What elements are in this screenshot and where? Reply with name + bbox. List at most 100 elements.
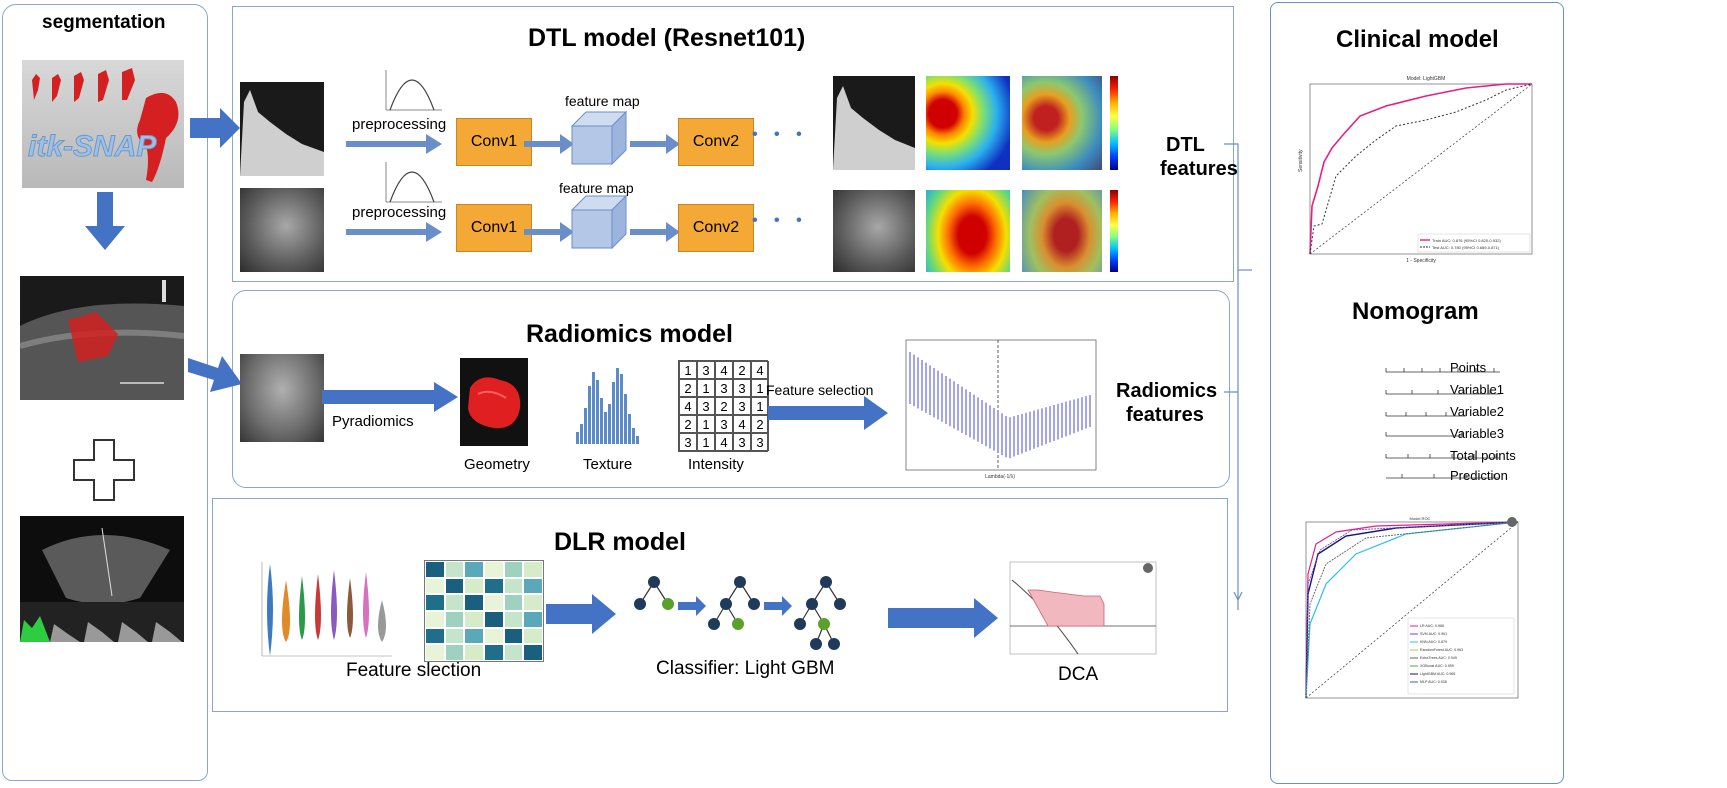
corr-cell [523, 561, 543, 578]
nomogram-row-variable2: Variable2 [1450, 404, 1504, 419]
compare-legend-lgbm: LightGBM AUC: 0.965 [1420, 672, 1455, 676]
nomogram-title: Nomogram [1352, 298, 1479, 325]
arrow-right-icon [346, 134, 442, 154]
lasso-xlabel: Lambda(-1/λ) [985, 474, 1015, 480]
geometry-label: Geometry [464, 456, 530, 473]
itk-snap-figures-icon [32, 68, 179, 182]
itk-snap-logo: itk-SNAP [22, 60, 184, 188]
intensity-cell: 4 [715, 433, 733, 451]
corr-cell [425, 610, 445, 628]
corr-cell [425, 561, 445, 578]
intensity-cell: 2 [679, 379, 697, 397]
clinical-legend-test: Test AUC: 0.780 (95%CI 0.689-0.871) [1432, 245, 1500, 250]
compare-legend-svm: SVM AUC: 0.961 [1420, 632, 1447, 636]
right-panel [1270, 2, 1564, 784]
intensity-cell: 3 [697, 361, 715, 379]
clinical-legend-train: Train AUC: 0.876 (95%CI 0.820-0.932) [1432, 238, 1501, 243]
preprocessing-label-2: preprocessing [352, 204, 447, 221]
corr-cell [523, 644, 543, 661]
heatmap-1 [926, 76, 1010, 170]
intensity-cell: 1 [697, 415, 715, 433]
nomogram-row-variable3: Variable3 [1450, 426, 1504, 441]
connector-lines [1224, 130, 1252, 650]
intensity-cell: 2 [715, 397, 733, 415]
corr-cell [464, 561, 484, 578]
nomogram-scales [1385, 368, 1500, 479]
radiomics-features-label-1: Radiomics [1116, 380, 1218, 402]
gaussian-curve-icon [385, 70, 442, 111]
intensity-cell: 3 [733, 379, 751, 397]
corr-cell [503, 577, 524, 595]
preprocessing-label-1: preprocessing [352, 116, 447, 133]
corr-cell [483, 644, 504, 661]
feature-selection-label: Feature selection [766, 382, 874, 398]
arrow-down-icon [85, 192, 125, 250]
corr-cell [503, 627, 524, 645]
doppler-graphic [20, 527, 184, 642]
itk-snap-text: itk-SNAP [27, 130, 157, 164]
intensity-cell: 2 [733, 361, 751, 379]
corr-cell [503, 594, 524, 611]
ellipsis-1: • • • [752, 126, 808, 143]
dtl-features-label-2: features [1160, 158, 1238, 180]
intensity-cell: 4 [715, 361, 733, 379]
feature-map-cube-icon [570, 110, 628, 166]
decision-trees-icon [634, 576, 846, 650]
corr-cell [425, 644, 445, 661]
corr-cell [483, 577, 504, 595]
nomogram-row-points: Points [1450, 360, 1487, 375]
feature-map-label-2: feature map [559, 180, 634, 196]
corr-cell [425, 577, 445, 595]
corr-cell [523, 610, 543, 628]
intensity-cell: 1 [697, 379, 715, 397]
compare-legend-rf: RandomForest AUC: 0.963 [1420, 648, 1463, 652]
dtl-output-image-1 [833, 76, 915, 170]
ultrasound-roi-graphic [20, 280, 184, 400]
texture-label: Texture [583, 456, 633, 473]
intensity-cell: 4 [751, 361, 769, 379]
corr-cell [444, 627, 465, 645]
intensity-cell: 3 [751, 433, 769, 451]
compare-legend-xgb: XGBoost AUC: 0.959 [1420, 664, 1454, 668]
corr-cell [444, 561, 465, 578]
heatmap-overlay-1 [1022, 76, 1102, 170]
intensity-cell: 3 [697, 397, 715, 415]
clinical-roc-title: Model: LightGBM [1407, 76, 1446, 82]
conv1-box-2: Conv1 [456, 204, 532, 252]
conv1-box-1: Conv1 [456, 118, 532, 166]
arrow-right-icon [346, 222, 442, 242]
corr-cell [503, 610, 524, 628]
colorbar-1 [1110, 76, 1118, 170]
colorbar-2 [1110, 190, 1118, 272]
nomogram-row-variable1: Variable1 [1450, 382, 1504, 397]
ellipsis-2: • • • [752, 212, 808, 229]
corr-cell [444, 577, 465, 595]
corr-cell [483, 610, 504, 628]
doppler-image [20, 516, 184, 642]
corr-cell [425, 627, 445, 645]
intensity-label: Intensity [688, 456, 744, 473]
intensity-cell: 3 [679, 433, 697, 451]
intensity-cell: 3 [715, 415, 733, 433]
radiomics-title: Radiomics model [526, 320, 733, 348]
corr-cell [444, 644, 465, 661]
geometry-3d-image [460, 358, 528, 446]
compare-legend-knn: KNN AUC: 0.879 [1420, 640, 1447, 644]
compare-roc-plot: Model ROC LR AUC: 0.966 SVM AUC: 0.961 K… [1305, 516, 1519, 699]
radiomics-panel [232, 290, 1230, 488]
intensity-cell: 1 [679, 361, 697, 379]
feature-map-cube-icon [570, 194, 628, 250]
dca-plot [1009, 561, 1157, 655]
intensity-cell: 1 [751, 397, 769, 415]
intensity-cell: 4 [679, 397, 697, 415]
corr-cell [483, 627, 504, 645]
ultrasound-roi-image [20, 276, 184, 400]
conv2-box-1: Conv2 [678, 118, 754, 166]
arrow-right-icon [190, 108, 240, 148]
clinical-ylabel: Sensitivity [1298, 149, 1304, 172]
intensity-cell: 3 [715, 379, 733, 397]
segmentation-panel [2, 4, 208, 781]
nomogram-row-prediction: Prediction [1450, 468, 1508, 483]
clinical-xlabel: 1 - Specificity [1406, 258, 1436, 264]
